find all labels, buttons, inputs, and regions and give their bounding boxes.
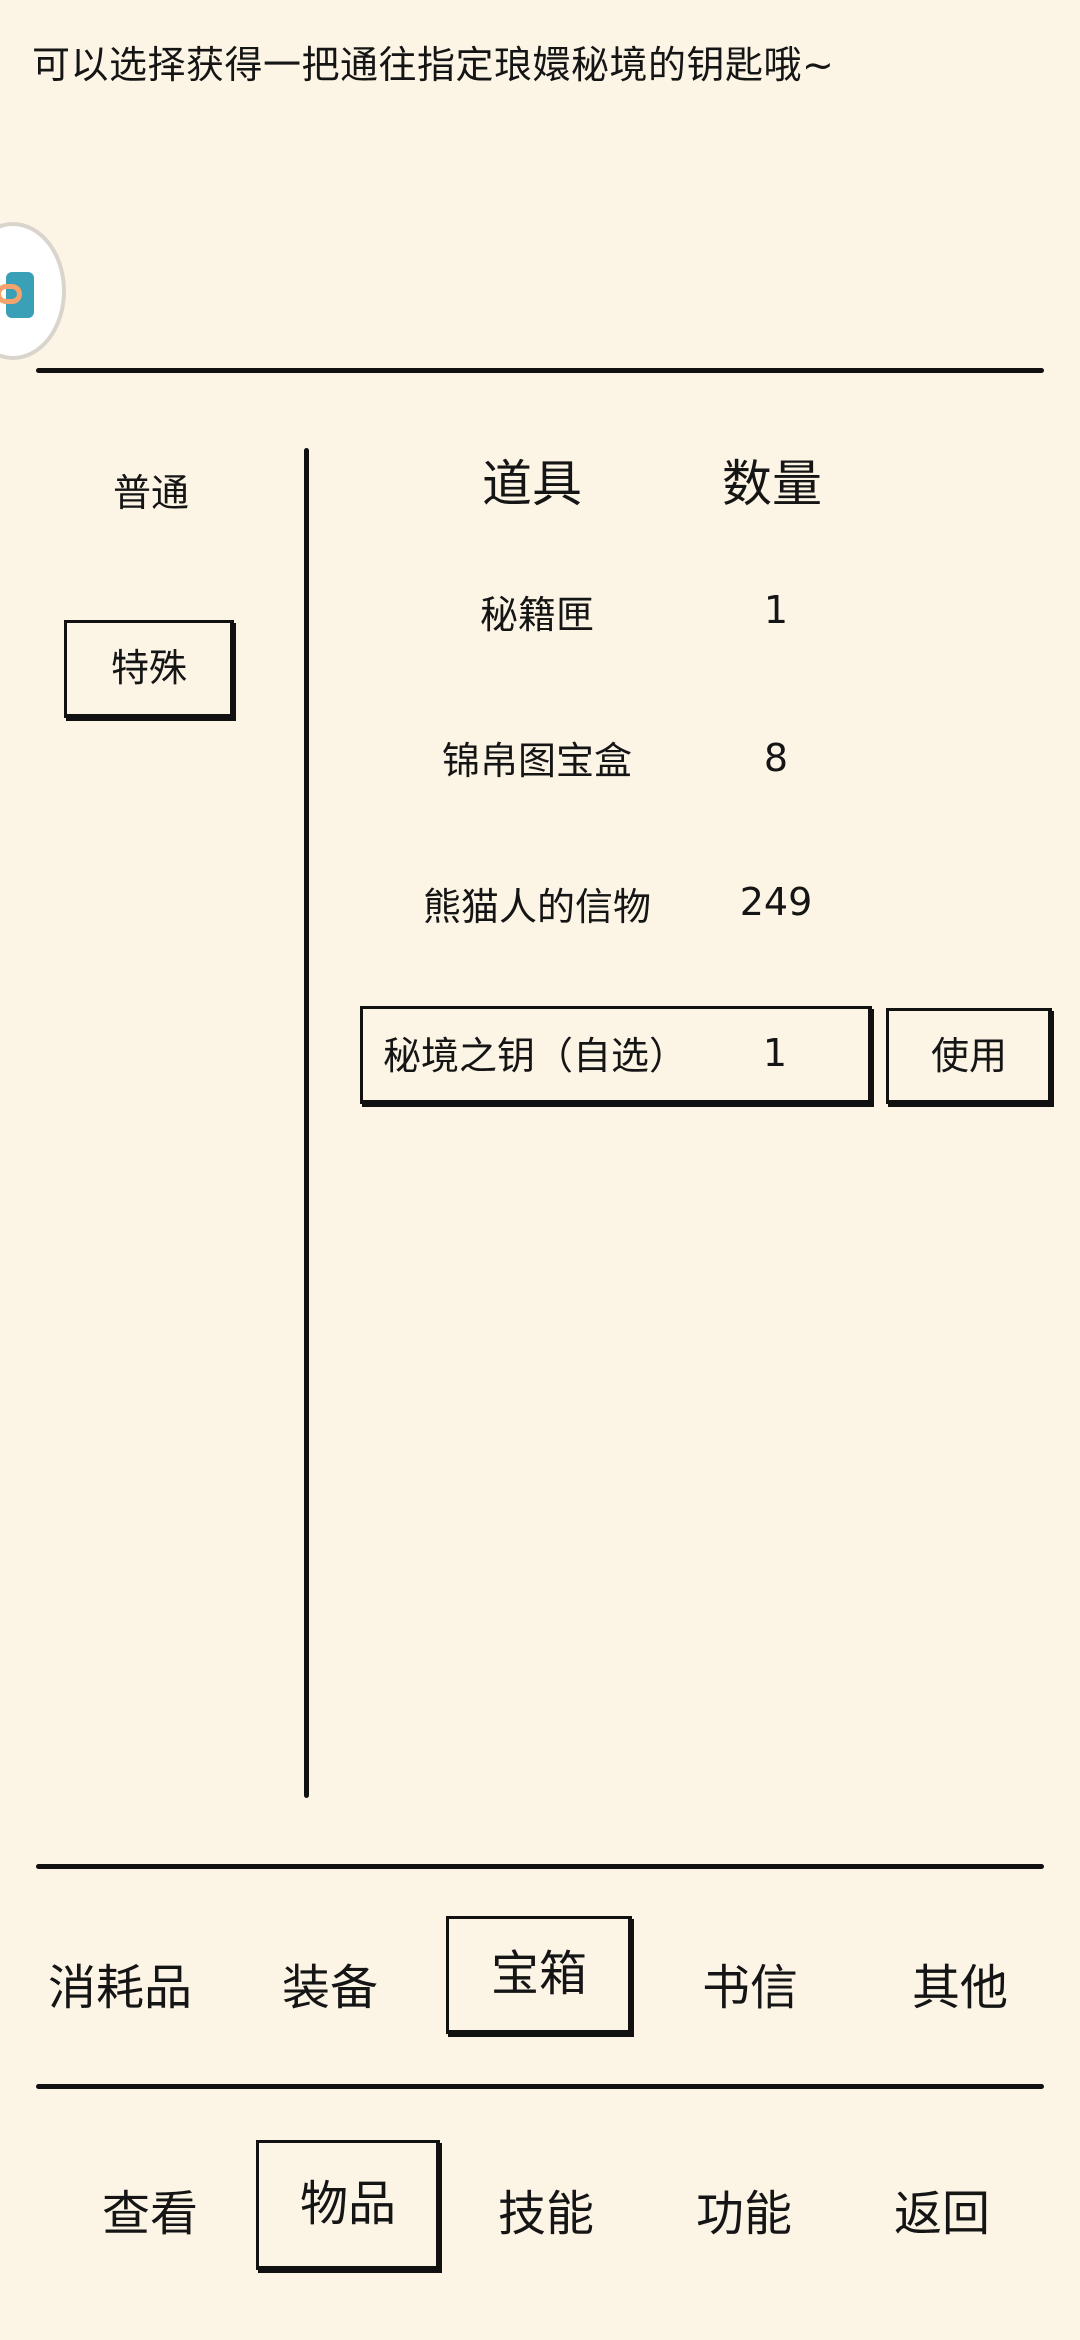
item-quantity: 1 — [763, 588, 789, 632]
app-bubble-icon — [0, 272, 34, 318]
item-name: 秘境之钥（自选） — [383, 1034, 688, 1078]
item-quantity: 249 — [739, 880, 813, 924]
main-tabs-divider — [36, 2084, 1044, 2089]
tab-consumables[interactable]: 消耗品 — [47, 1960, 192, 2016]
category-special-button[interactable]: 特殊 — [64, 620, 234, 718]
item-name[interactable]: 锦帛图宝盒 — [441, 739, 632, 783]
tab-items-label: 物品 — [299, 2176, 396, 2232]
item-name[interactable]: 熊猫人的信物 — [422, 885, 651, 929]
tab-skills[interactable]: 技能 — [497, 2186, 594, 2242]
use-button-label: 使用 — [930, 1034, 1007, 1078]
tab-others[interactable]: 其他 — [911, 1960, 1008, 2016]
tab-equipment[interactable]: 装备 — [281, 1960, 378, 2016]
use-button[interactable]: 使用 — [886, 1008, 1052, 1104]
item-name[interactable]: 秘籍匣 — [479, 593, 594, 637]
item-tabs-divider — [36, 1864, 1044, 1869]
category-normal[interactable]: 普通 — [112, 471, 189, 515]
category-special-label: 特殊 — [110, 646, 187, 690]
item-description: 可以选择获得一把通往指定琅嬛秘境的钥匙哦~ — [32, 43, 835, 87]
item-quantity: 1 — [762, 1031, 788, 1075]
top-divider — [36, 368, 1044, 373]
floating-assistant-button[interactable] — [0, 222, 66, 360]
item-quantity: 8 — [763, 736, 789, 780]
tab-treasure-chest[interactable]: 宝箱 — [446, 1916, 632, 2034]
tab-view[interactable]: 查看 — [101, 2186, 198, 2242]
header-quantity: 数量 — [722, 455, 822, 513]
tab-letters[interactable]: 书信 — [701, 1960, 798, 2016]
tab-treasure-chest-label: 宝箱 — [490, 1946, 587, 2002]
tab-back[interactable]: 返回 — [893, 2186, 990, 2242]
header-item: 道具 — [482, 455, 582, 513]
tab-functions[interactable]: 功能 — [695, 2186, 792, 2242]
column-divider — [304, 448, 309, 1798]
selected-item-row[interactable]: 秘境之钥（自选） 1 — [360, 1006, 872, 1104]
tab-items[interactable]: 物品 — [256, 2140, 440, 2270]
